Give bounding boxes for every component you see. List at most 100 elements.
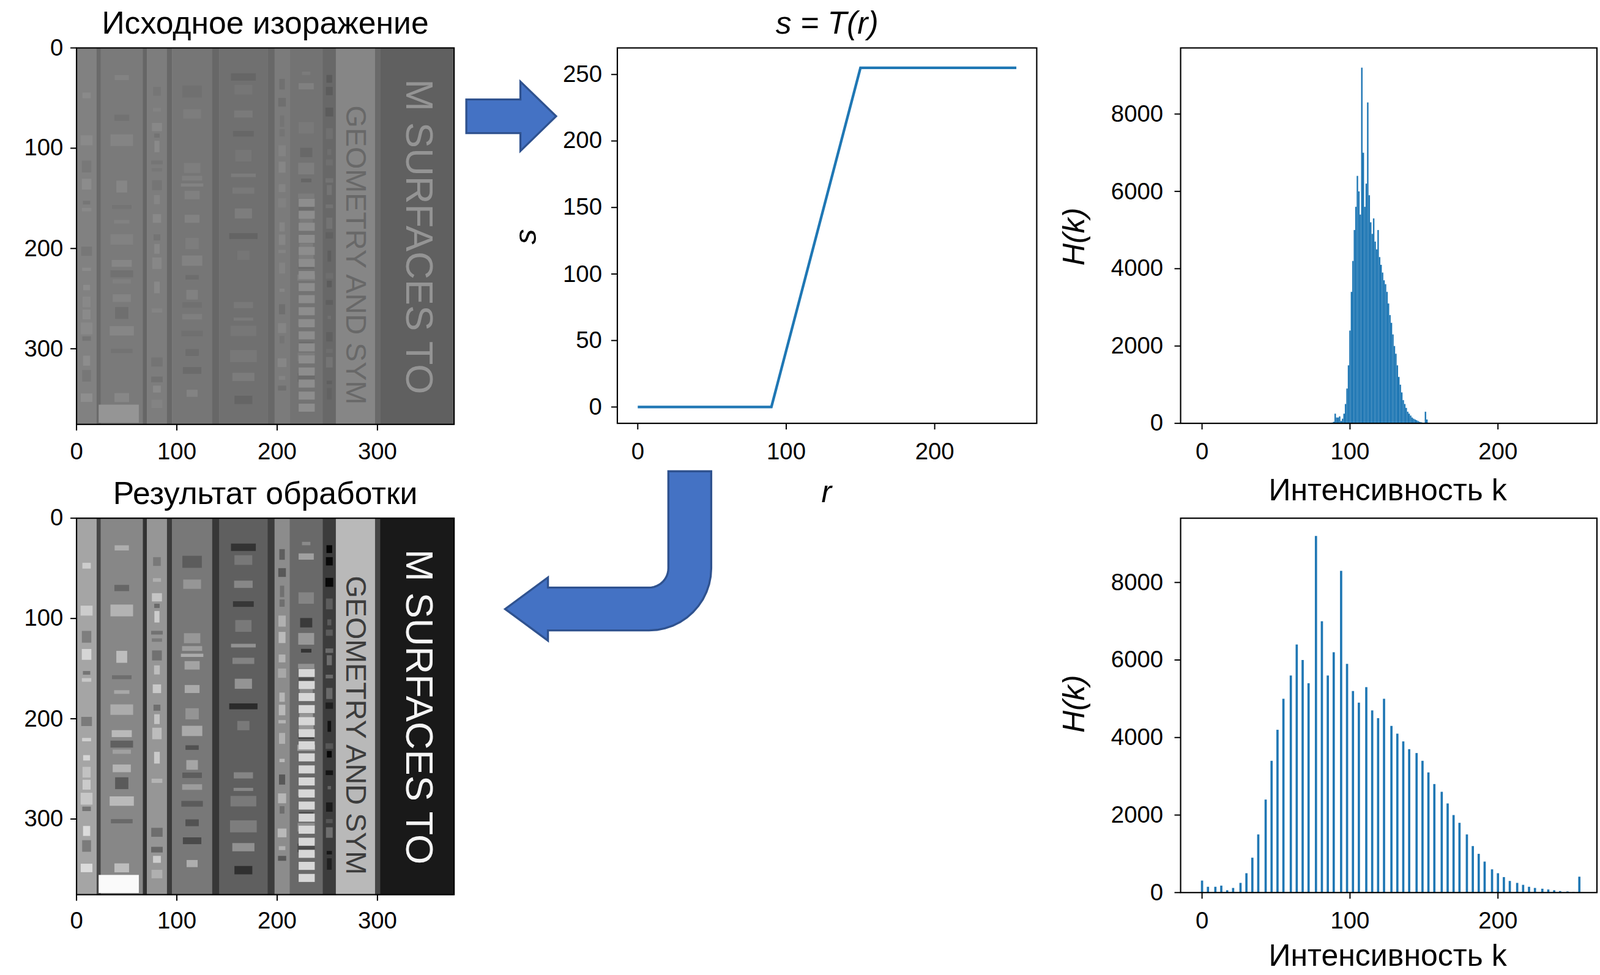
spine-print	[80, 863, 93, 873]
histogram-bar	[1393, 346, 1396, 424]
spine-print	[182, 85, 202, 98]
spine-print	[186, 389, 198, 398]
histogram-bar	[1343, 413, 1345, 424]
tick-mark	[1201, 423, 1203, 430]
spine-print	[182, 109, 201, 119]
spine-print	[114, 393, 130, 403]
histogram-bar	[1270, 761, 1273, 893]
spine-print	[298, 294, 315, 303]
spine-print	[110, 740, 134, 748]
spine-print	[181, 255, 202, 267]
spine-print	[325, 300, 333, 306]
histogram-bar	[1412, 419, 1414, 425]
spine-print	[298, 211, 315, 220]
histogram-bar	[1391, 334, 1394, 424]
spine-print	[298, 826, 315, 834]
spine-print	[298, 122, 314, 134]
histogram-bar	[1365, 183, 1367, 424]
histogram-bar	[1396, 733, 1399, 893]
book-spine	[375, 47, 381, 425]
histogram-bar	[1332, 652, 1336, 893]
panel-title: s = T(r)	[617, 4, 1037, 43]
tick-mark	[376, 895, 379, 902]
histogram-bar	[1320, 621, 1324, 894]
spine-print	[110, 819, 133, 824]
spine-print	[278, 632, 286, 644]
histogram-bar	[1347, 365, 1350, 424]
histogram-bar	[1337, 417, 1339, 424]
spine-print	[298, 379, 315, 388]
spine-print	[233, 601, 254, 607]
histogram-bar	[1377, 718, 1380, 893]
spine-print	[184, 685, 200, 694]
spine-print	[151, 630, 163, 635]
book-spine	[76, 518, 97, 896]
spine-print	[182, 175, 203, 181]
image-axes	[70, 518, 454, 901]
histogram-bar	[1239, 882, 1243, 893]
spine-print	[298, 367, 315, 376]
spine-print	[111, 204, 132, 209]
tick-label: 0	[631, 439, 645, 466]
book-spine	[335, 47, 376, 425]
spine-print	[181, 331, 203, 337]
spine-print	[327, 149, 332, 156]
spine-print	[82, 807, 92, 812]
spine-print	[111, 260, 133, 267]
spine-print	[151, 308, 163, 313]
tick-mark	[1349, 423, 1351, 430]
spine-print	[186, 290, 199, 300]
spine-print	[326, 827, 333, 839]
histogram-bar	[1496, 873, 1500, 894]
spine-print	[152, 684, 162, 694]
spine-print	[326, 802, 333, 812]
book-spine	[289, 47, 324, 425]
tick-label: 8000	[1111, 569, 1164, 596]
histogram-bar	[1396, 365, 1399, 424]
spine-print	[326, 598, 333, 610]
tick-mark	[1174, 267, 1181, 270]
spine-print	[181, 800, 203, 807]
spine-print	[279, 184, 286, 193]
spine-print	[278, 720, 286, 724]
axis-label: H(k)	[1056, 674, 1091, 733]
spine-print	[279, 262, 286, 274]
spine-print	[109, 796, 134, 806]
histogram-bar	[1399, 384, 1401, 424]
spine-print	[185, 238, 199, 250]
histogram-bar	[1483, 862, 1487, 894]
spine-print	[326, 184, 332, 195]
spine-print	[298, 283, 315, 292]
image-axes	[70, 47, 454, 431]
histogram-bar	[1380, 264, 1382, 424]
spine-print	[326, 851, 333, 855]
tick-label: 300	[23, 806, 64, 833]
spine-print	[277, 855, 286, 861]
histogram-bar	[1415, 753, 1418, 893]
spine-print	[81, 630, 92, 643]
spine-print	[82, 92, 92, 98]
spine-print	[280, 586, 285, 598]
book-spine	[142, 47, 147, 425]
book-spine	[171, 47, 213, 425]
spine-print	[325, 232, 333, 239]
spine-print	[151, 376, 163, 383]
spine-print	[301, 649, 312, 653]
tick-mark	[276, 424, 278, 431]
spine-print	[151, 846, 163, 853]
histogram-bar	[1295, 644, 1299, 894]
spine-print	[326, 655, 332, 666]
result-image	[76, 518, 454, 896]
spine-print	[298, 319, 315, 328]
spine-print	[111, 730, 133, 738]
spine-print	[234, 395, 253, 405]
histogram-bar	[1382, 698, 1386, 893]
spine-print	[153, 704, 161, 711]
histogram-bar	[1369, 222, 1372, 424]
tick-mark	[1174, 581, 1181, 584]
spine-print	[110, 604, 134, 617]
spine-print	[279, 234, 286, 245]
histogram-bar	[1477, 854, 1481, 893]
spine-print	[82, 780, 91, 790]
